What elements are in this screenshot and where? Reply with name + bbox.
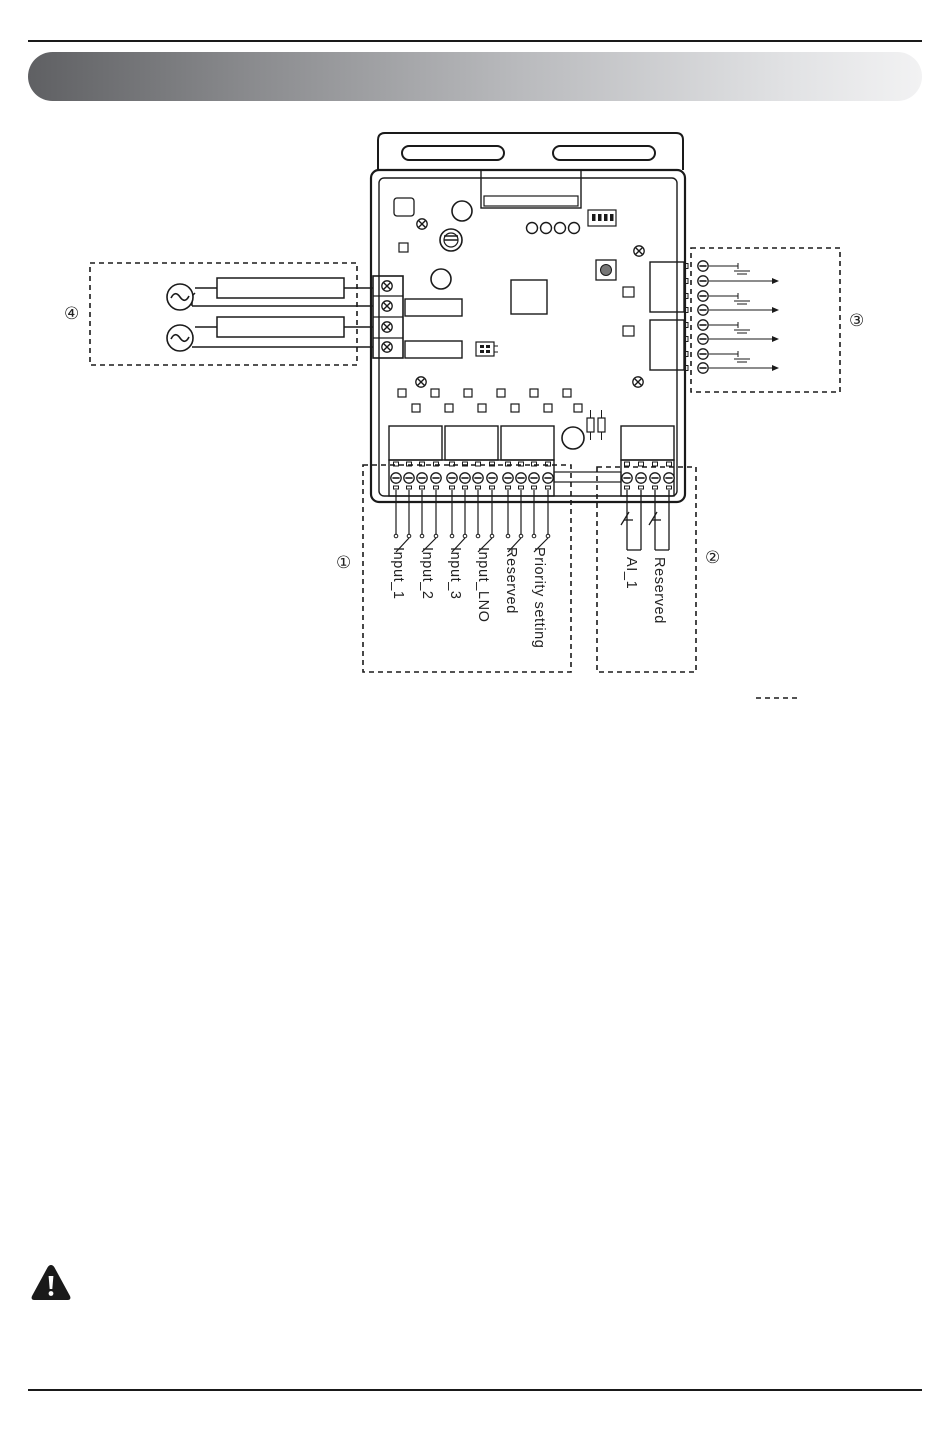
input-label: Reserved: [503, 547, 519, 614]
screw-terminal-icon: [391, 473, 401, 483]
screw-terminal-icon: [650, 473, 660, 483]
screw-terminal-icon: [698, 276, 708, 286]
dashed-group-3: [691, 248, 840, 392]
ground-icon: [730, 322, 750, 333]
bottom-terminals: [391, 462, 674, 489]
screw-terminal-icon: [543, 473, 553, 483]
input-label: Input_1: [390, 547, 406, 600]
screw-terminal-icon: [698, 261, 708, 271]
input-label: Input_3: [447, 547, 463, 600]
input-label: Priority setting: [531, 547, 547, 648]
group-2-wiring: [621, 490, 669, 550]
callout-4: ④: [64, 304, 79, 323]
input-label: Input_LNO: [475, 547, 491, 623]
screw-terminal-icon: [698, 320, 708, 330]
screw-terminal-icon: [447, 473, 457, 483]
arrow-icon: [772, 365, 779, 371]
screw-terminal-icon: [636, 473, 646, 483]
ac-source-icon: [167, 284, 193, 310]
screw-terminal-icon: [417, 473, 427, 483]
callout-2: ②: [705, 548, 720, 567]
screw-terminal-icon: [622, 473, 632, 483]
screw-terminal-icon: [473, 473, 483, 483]
screw-terminal-icon: [460, 473, 470, 483]
analog-label: Reserved: [651, 557, 667, 624]
warning-triangle-icon: [30, 1263, 72, 1303]
ac-source-icon: [167, 325, 193, 351]
ground-icon: [730, 293, 750, 304]
mounting-screws: [382, 219, 644, 387]
group-3-wiring: [709, 263, 779, 371]
callout-1: ①: [336, 553, 351, 572]
screw-terminal-icon: [664, 473, 674, 483]
screw-terminal-icon: [698, 305, 708, 315]
screw-terminal-icon: [516, 473, 526, 483]
bottom-rule: [28, 1389, 922, 1391]
screw-terminal-icon: [698, 363, 708, 373]
arrow-icon: [772, 336, 779, 342]
arrow-icon: [772, 278, 779, 284]
screw-terminal-icon: [698, 334, 708, 344]
dashed-group-2: [597, 467, 696, 672]
group-4-wiring: [192, 278, 373, 347]
screw-terminal-icon: [431, 473, 441, 483]
arrow-icon: [772, 307, 779, 313]
screw-terminal-icon: [698, 349, 708, 359]
ground-icon: [730, 263, 750, 274]
screw-terminal-icon: [529, 473, 539, 483]
ground-icon: [730, 351, 750, 362]
input-labels: Input_1 Input_2 Input_3 Input_LNO Reserv…: [390, 547, 667, 648]
analog-label: AI_1: [623, 557, 639, 589]
screw-terminal-icon: [404, 473, 414, 483]
group-1-wiring: [394, 490, 550, 552]
screw-terminal-icon: [503, 473, 513, 483]
callout-3: ③: [849, 311, 864, 330]
screw-terminal-icon: [698, 291, 708, 301]
input-label: Input_2: [419, 547, 435, 600]
screw-terminal-icon: [487, 473, 497, 483]
controller-unit: [371, 133, 685, 502]
right-terminals: [685, 261, 708, 373]
